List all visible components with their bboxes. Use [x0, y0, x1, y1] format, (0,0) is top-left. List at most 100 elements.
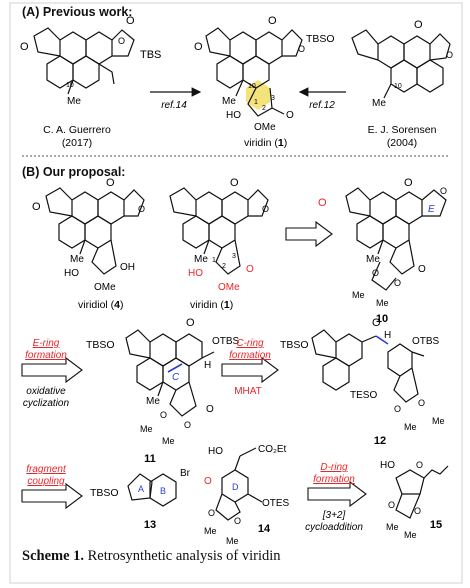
compound-14-label: 14: [258, 523, 271, 535]
c13-tbso: TBSO: [90, 487, 119, 499]
viridin-b-carbonyl-o: O: [230, 177, 239, 189]
viridin-a-carbonyl-o: O: [268, 15, 277, 27]
guerrero-me: Me: [67, 96, 81, 107]
guerrero-carbonyl-o: O: [126, 15, 135, 27]
sorensen-structure: [351, 29, 451, 99]
compound-10-structure: [345, 187, 447, 291]
cycloaddition-label-2: cycloaddition: [305, 522, 363, 533]
c14-ketone-o: O: [204, 476, 212, 487]
c10-furan-o: O: [440, 186, 447, 196]
d-ring-label-2: formation: [313, 474, 355, 485]
c11-acetonide-me2: Me: [162, 436, 175, 446]
ref-14: ref.14: [161, 100, 187, 111]
oxidative-label-1: oxidative: [26, 386, 66, 397]
e-ring-label-1: E-ring: [33, 338, 60, 349]
retro-arrow-2: [21, 356, 83, 384]
viridin-a-ketone-o: O: [194, 41, 203, 53]
guerrero-ketone-o: O: [20, 41, 29, 53]
caption-text: Retrosynthetic analysis of viridin: [84, 548, 281, 564]
c12-acetonide-o1: O: [394, 404, 401, 414]
c11-acetonide-me1: Me: [140, 424, 153, 434]
c14-acetonide-o1: O: [208, 508, 215, 518]
viridin-a-c3: 3: [271, 95, 275, 102]
c11-cyclization-bond: [167, 363, 183, 373]
e-ring-label-2: formation: [25, 350, 67, 361]
cycloaddition-label-1: [3+2]: [322, 510, 346, 521]
viridin-b-c2: 2: [222, 263, 226, 270]
viridin-a-furan-o: O: [298, 44, 305, 54]
viridin-b-furan-o: O: [262, 204, 269, 214]
compound-13-label: 13: [144, 519, 156, 531]
sorensen-carbonyl-o: O: [414, 19, 423, 31]
c12-acetonide-me1: Me: [404, 422, 417, 432]
viridin-structure-a: [205, 27, 303, 117]
viridin-b-ketone-o: O: [246, 264, 254, 275]
viridin-b-caption: viridin (1): [190, 299, 233, 311]
c10-carbonyl-o: O: [404, 177, 413, 189]
c10-ring-e: E: [428, 204, 435, 215]
c12-teso: TESO: [350, 390, 377, 401]
c10-acetonide-me1: Me: [352, 290, 365, 300]
sorensen-author: E. J. Sorensen: [368, 124, 437, 136]
viridin-structure-b: [169, 187, 269, 275]
c11-otbs: OTBS: [212, 336, 240, 347]
c15-acetonide-o2: O: [414, 506, 421, 516]
retro-arrow-4: [21, 482, 83, 510]
c10-ketone-o: O: [318, 197, 327, 209]
c15-ho: HO: [380, 460, 395, 471]
c14-acetonide-o2: O: [234, 516, 241, 526]
viridin-a-caption: viridin (1): [244, 137, 287, 149]
viridiol-number: 4: [114, 299, 120, 311]
c13-ring-b: B: [160, 486, 166, 496]
retro-arrow-3: [221, 356, 279, 384]
viridiol-caption: viridiol (4): [78, 299, 124, 311]
section-a-header: (A) Previous work:: [22, 5, 132, 19]
sorensen-furan-o: O: [446, 50, 453, 60]
mhat-label: MHAT: [234, 386, 262, 397]
c10-acetonide-o1: O: [372, 268, 379, 278]
c12-coupling-bond: [375, 335, 389, 345]
viridiol-name: viridiol (: [78, 299, 115, 311]
viridin-a-name: viridin (: [244, 137, 278, 149]
viridin-b-me: Me: [194, 254, 208, 265]
guerrero-furan-o: O: [118, 36, 125, 46]
viridin-a-ketone2-o: O: [286, 110, 294, 121]
c11-acetonide-o1: O: [160, 410, 167, 420]
viridin-b-c1: 1: [212, 257, 216, 264]
c11-acetonide-o2: O: [184, 420, 191, 430]
viridiol-carbonyl-o: O: [106, 177, 115, 189]
viridiol-structure: [45, 187, 145, 275]
c12-carbonyl-o: O: [372, 317, 381, 329]
viridin-a-c10: 10: [248, 83, 256, 90]
c12-otbs: OTBS: [412, 336, 440, 347]
retro-arrow-5: [307, 480, 367, 508]
sorensen-tbso: TBSO: [306, 33, 335, 45]
c14-co2et: CO₂Et: [258, 444, 287, 455]
sorensen-year: (2004): [387, 137, 417, 149]
compound-14-structure: [215, 447, 263, 521]
section-b-header: (B) Our proposal:: [22, 165, 125, 179]
viridin-a-ome: OMe: [254, 122, 276, 133]
c15-acetonide-me2: Me: [404, 530, 417, 540]
sorensen-me: Me: [372, 98, 386, 109]
compound-12-structure: [311, 329, 425, 403]
sorensen-c10: 10: [394, 83, 402, 90]
c11-ketone-o: O: [206, 404, 214, 415]
viridin-b-close: ): [230, 299, 234, 311]
page-frame: [9, 2, 463, 584]
fragment-label-2: coupling: [27, 476, 65, 487]
c11-ring-c: C: [172, 372, 180, 383]
c12-tbso: TBSO: [280, 339, 309, 351]
viridin-a-close: ): [284, 137, 288, 149]
viridiol-oh: OH: [120, 262, 135, 273]
c11-me: Me: [146, 396, 160, 407]
viridin-a-me: Me: [222, 96, 236, 107]
c15-acetonide-me1: Me: [386, 522, 399, 532]
viridin-b-ho: HO: [188, 268, 203, 279]
viridin-a-ho: HO: [226, 110, 241, 121]
c14-acetonide-me1: Me: [204, 526, 217, 536]
viridiol-ho: HO: [64, 268, 79, 279]
c-ring-label-1: C-ring: [236, 338, 264, 349]
guerrero-year: (2017): [62, 137, 92, 149]
